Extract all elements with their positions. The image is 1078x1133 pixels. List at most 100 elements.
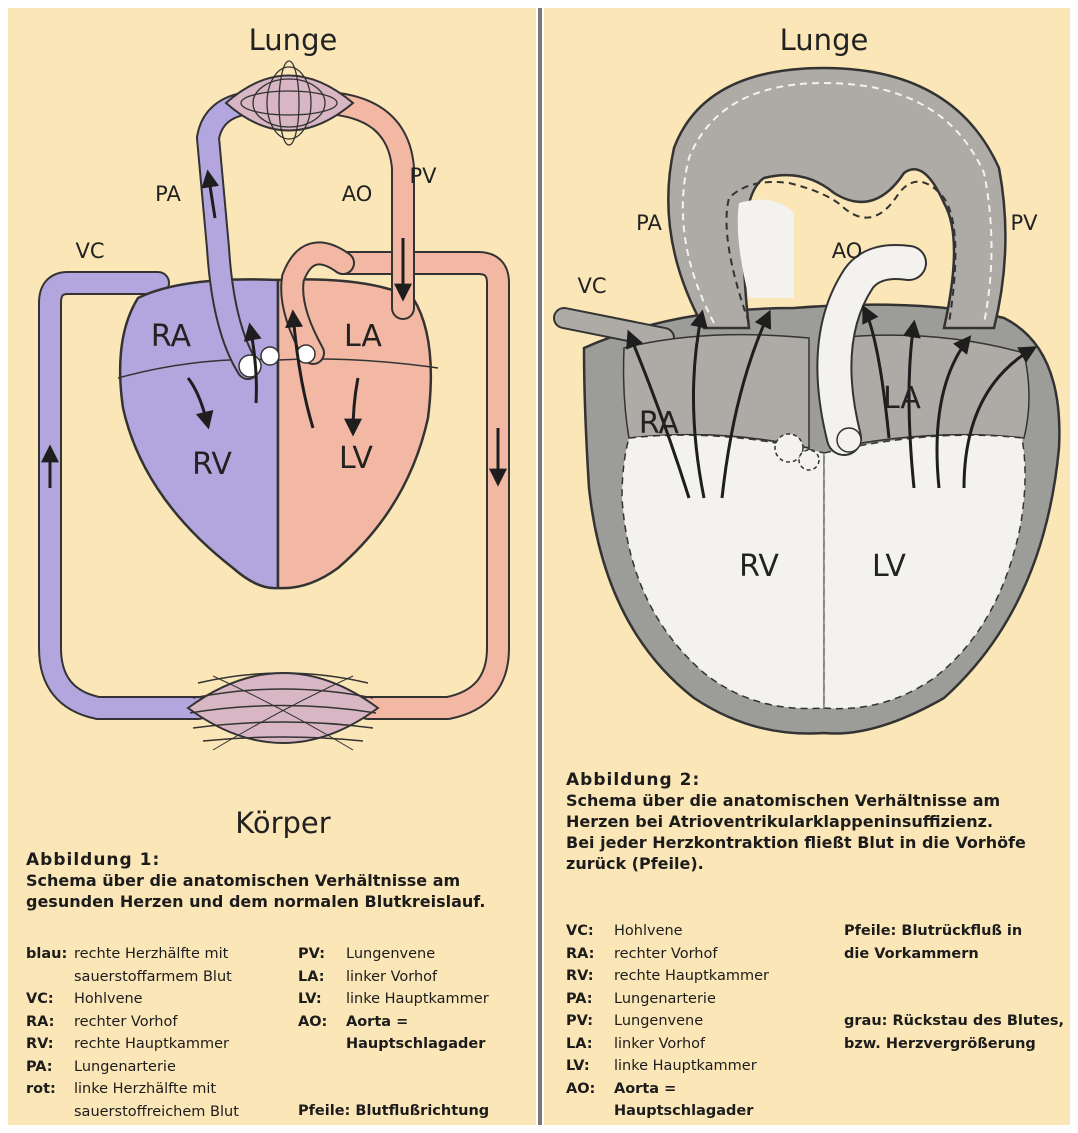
legend-key: LA: [298,966,346,989]
legend-key: rot: [26,1078,74,1101]
legend-entry: rot:linke Herzhälfte mit [26,1078,301,1101]
ra-label-1: RA [151,319,192,354]
arrows-note-line: die Vorkammern [844,943,1066,966]
legend-value: linker Vorhof [346,966,437,989]
legend-entry: LA:linker Vorhof [566,1033,826,1056]
legend-value: Lungenarterie [74,1056,176,1079]
legend-key: LA: [566,1033,614,1056]
la-label-1: LA [344,319,382,354]
legend-entry: PV:Lungenvene [298,943,530,966]
legend-key: PA: [566,988,614,1011]
figure-2-caption: Abbildung 2: Schema über die anatomische… [566,770,1066,874]
legend-key: VC: [566,920,614,943]
legend-value: sauerstoffarmem Blut [74,966,232,989]
legend-entry: PA:Lungenarterie [26,1056,301,1079]
legend-value: rechte Hauptkammer [614,965,769,988]
arrows-note-line: Pfeile: Blutrückfluß in [844,920,1066,943]
legend-key: RV: [566,965,614,988]
legend-value: Aorta = [346,1011,408,1034]
grey-note-line: grau: Rückstau des Blutes, [844,1010,1066,1033]
pa-label-1: PA [155,182,181,206]
figure-1-diagram: Lunge Körper PA AO PV VC RA LA RV LV [8,8,536,838]
lung-label-1: Lunge [249,23,338,57]
legend-entry: LV:linke Hauptkammer [298,988,530,1011]
legend-entry: AO:Aorta = [298,1011,530,1034]
body-capillary-bed [188,673,378,750]
figure-2-legend-left: VC:Hohlvene RA:rechter Vorhof RV:rechte … [566,920,826,1123]
figure-2-caption-line: Schema über die anatomischen Verhältniss… [566,790,1066,811]
legend-value: linke Hauptkammer [614,1055,757,1078]
legend-value: Hauptschlagader [614,1100,753,1123]
figure-1-caption-line: Schema über die anatomischen Verhältniss… [26,870,531,891]
legend-value: linker Vorhof [614,1033,705,1056]
legend-key: AO: [566,1078,614,1101]
figure-1-caption-line: gesunden Herzen und dem normalen Blutkre… [26,891,531,912]
left-atrium-region [834,335,1029,448]
vc-label-1: VC [75,239,104,263]
legend-entry: Hauptschlagader [566,1100,826,1123]
lung-label-2: Lunge [780,23,869,57]
legend-value: rechte Hauptkammer [74,1033,229,1056]
figure-1-caption: Abbildung 1: Schema über die anatomische… [26,850,531,912]
body-label: Körper [235,806,330,838]
legend-value: linke Hauptkammer [346,988,489,1011]
legend-entry: LV:linke Hauptkammer [566,1055,826,1078]
legend-value: sauerstoffreichem Blut [74,1101,239,1124]
right-ventricle-region [622,435,824,708]
rv-label-1: RV [192,447,232,482]
legend-entry: blau:rechte Herzhälfte mit [26,943,301,966]
lv-label-1: LV [339,441,373,476]
legend-entry: RA:rechter Vorhof [566,943,826,966]
figure-2-caption-line: Herzen bei Atrioventrikularklappeninsuff… [566,811,1066,832]
legend-key [298,1033,346,1056]
legend-value: rechte Herzhälfte mit [74,943,228,966]
ao-label-1: AO [342,182,373,206]
figure-1-caption-title: Abbildung 1: [26,850,531,870]
legend-entry: VC:Hohlvene [26,988,301,1011]
figure-2-caption-line: zurück (Pfeile). [566,853,1066,874]
legend-key: blau: [26,943,74,966]
figure-2-notes: Pfeile: Blutrückfluß in die Vorkammern g… [844,920,1066,1055]
legend-entry: sauerstoffreichem Blut [26,1101,301,1124]
legend-entry: sauerstoffarmem Blut [26,966,301,989]
legend-key [26,1101,74,1124]
legend-entry: RV:rechte Hauptkammer [26,1033,301,1056]
pv-label-1: PV [409,164,437,188]
pa-label-2: PA [636,211,662,235]
lv-label-2: LV [872,549,906,584]
figure-2-diagram: Lunge PA AO PV VC RA LA RV LV [544,8,1070,768]
ao-label-2: AO [832,239,863,263]
legend-key: RA: [26,1011,74,1034]
figure-1-legend-right: PV:Lungenvene LA:linker Vorhof LV:linke … [298,943,530,1122]
figure-1-panel: Lunge Körper PA AO PV VC RA LA RV LV Abb… [8,8,536,1125]
panel-divider [538,8,542,1125]
legend-entry: RV:rechte Hauptkammer [566,965,826,988]
legend-key: AO: [298,1011,346,1034]
legend-key: RA: [566,943,614,966]
legend-value: Lungenvene [614,1010,703,1033]
figure-2-caption-line: Bei jeder Herzkontraktion fließt Blut in… [566,832,1066,853]
figure-2-caption-title: Abbildung 2: [566,770,1066,790]
right-heart-half [120,279,278,588]
legend-value: Hohlvene [74,988,143,1011]
legend-value: Hohlvene [614,920,683,943]
left-ventricle-region [824,435,1025,708]
legend-value: Hauptschlagader [346,1033,485,1056]
legend-key: PA: [26,1056,74,1079]
legend-key: LV: [566,1055,614,1078]
legend-key: PV: [566,1010,614,1033]
legend-entry: Hauptschlagader [298,1033,530,1056]
legend-entry: RA:rechter Vorhof [26,1011,301,1034]
legend-entry: LA:linker Vorhof [298,966,530,989]
figure-1-legend-left: blau:rechte Herzhälfte mit sauerstoffarm… [26,943,301,1123]
legend-value: rechter Vorhof [614,943,717,966]
legend-entry: AO:Aorta = [566,1078,826,1101]
legend-value: linke Herzhälfte mit [74,1078,216,1101]
ra-label-2: RA [639,406,680,441]
vc-label-2: VC [577,274,606,298]
la-label-2: LA [883,381,921,416]
legend-key [566,1100,614,1123]
pv-label-2: PV [1010,211,1038,235]
legend-entry: PA:Lungenarterie [566,988,826,1011]
legend-key: VC: [26,988,74,1011]
